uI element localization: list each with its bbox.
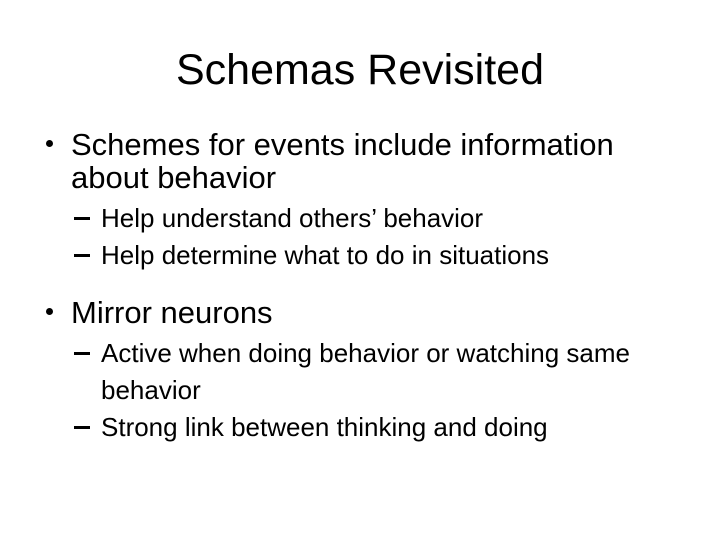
sub-bullet-text: Strong link between thinking and doing bbox=[101, 412, 548, 442]
page-title: Schemas Revisited bbox=[175, 46, 545, 94]
list-item: Strong link between thinking and doing bbox=[40, 409, 700, 446]
paragraph-spacer bbox=[40, 274, 700, 296]
sub-bullet-text: Help determine what to do in situations bbox=[101, 240, 550, 270]
list-item: Active when doing behavior or watching s… bbox=[40, 335, 700, 409]
list-item: Help understand others’ behavior bbox=[40, 200, 700, 237]
dash-icon bbox=[74, 254, 90, 257]
list-item: Help determine what to do in situations bbox=[40, 237, 700, 274]
bullet-dot-icon bbox=[46, 308, 53, 315]
sub-bullet-text: Help understand others’ behavior bbox=[101, 203, 484, 233]
bullet-dot-icon bbox=[46, 140, 53, 147]
list-item: Mirror neurons bbox=[40, 296, 700, 329]
sub-list: Help understand others’ behavior Help de… bbox=[40, 200, 700, 274]
list-item: Schemes for events include information a… bbox=[40, 128, 700, 194]
bullet-text: Mirror neurons bbox=[71, 295, 273, 330]
dash-icon bbox=[74, 352, 90, 355]
bullet-group: Mirror neurons Active when doing behavio… bbox=[40, 296, 700, 446]
slide-body: Schemes for events include information a… bbox=[40, 128, 700, 446]
bullet-text: Schemes for events include information a… bbox=[71, 127, 614, 195]
dash-icon bbox=[74, 217, 90, 220]
bullet-group: Schemes for events include information a… bbox=[40, 128, 700, 274]
sub-list: Active when doing behavior or watching s… bbox=[40, 335, 700, 446]
sub-bullet-text: Active when doing behavior or watching s… bbox=[101, 338, 630, 405]
dash-icon bbox=[74, 426, 90, 429]
